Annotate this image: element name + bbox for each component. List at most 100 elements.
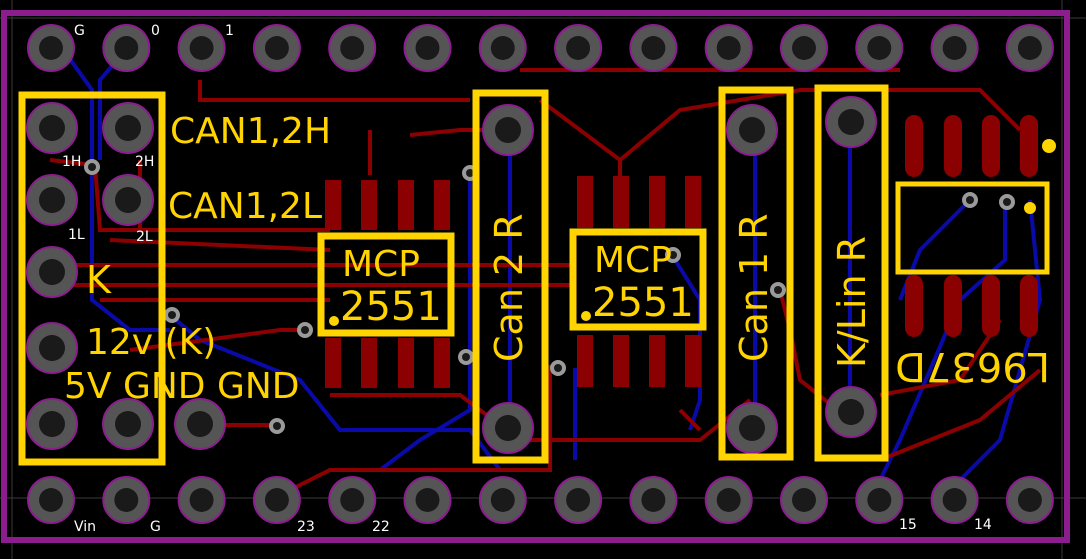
top-pin-label-1: 1	[225, 23, 234, 39]
through-hole-pad	[26, 246, 78, 298]
bottom-header-pin	[1005, 476, 1054, 524]
through-hole-pad	[482, 104, 534, 156]
pin1-markers	[329, 139, 1056, 326]
through-hole-pad	[174, 398, 226, 450]
driver-orientation-dot	[1042, 139, 1056, 153]
klin-resistor-outline	[814, 84, 889, 462]
top-header-pin	[328, 24, 377, 72]
through-hole-pad	[102, 102, 154, 154]
via	[665, 247, 681, 263]
ic1-label-line2: 2551	[340, 284, 442, 330]
through-hole-pad	[726, 104, 778, 156]
can-l-label: CAN1,2L	[168, 186, 322, 227]
bottom-pin-label-g: G	[150, 519, 161, 535]
via	[84, 159, 100, 175]
can2-resistor-outline	[472, 89, 549, 464]
bottom-pin-label-15: 15	[899, 517, 917, 533]
header-pin-labels: G 0 1 Vin G 23 22 15 14 1H 2H 1L 2L	[62, 23, 992, 535]
connector-pin-label-2h: 2H	[135, 154, 154, 170]
can1-resistor-label: Can 1 R	[732, 213, 776, 362]
connector-pads	[26, 96, 877, 454]
driver-outline	[895, 181, 1050, 275]
through-hole-pad	[26, 322, 78, 374]
bottom-header-pin	[102, 476, 151, 524]
ic2-outline	[569, 228, 707, 331]
via	[770, 282, 786, 298]
k-label: K	[86, 258, 112, 302]
through-hole-pad	[26, 398, 78, 450]
bottom-header-pin	[629, 476, 678, 524]
driver-label: L9637D	[895, 343, 1050, 389]
bottom-header-pin	[403, 476, 452, 524]
via	[458, 349, 474, 365]
silkscreen-outlines	[18, 84, 1050, 466]
top-header-pin	[478, 24, 527, 72]
connector-pin-label-1l: 1L	[68, 227, 85, 243]
bottom-header-pin	[478, 476, 527, 524]
via	[297, 322, 313, 338]
through-hole-pad	[825, 96, 877, 148]
via	[164, 307, 180, 323]
top-header-pin	[704, 24, 753, 72]
top-header-pin	[403, 24, 452, 72]
ic2-label-line2: 2551	[592, 280, 694, 326]
top-header-pin	[1005, 24, 1054, 72]
bottom-header-pin	[328, 476, 377, 524]
top-header-pin	[252, 24, 301, 72]
connector-pin-label-2l: 2L	[136, 229, 153, 245]
ic2-pads	[577, 176, 701, 387]
through-hole-pad	[102, 398, 154, 450]
top-header-pin	[780, 24, 828, 72]
via	[962, 192, 978, 208]
bottom-header-pins	[27, 476, 1054, 524]
via	[999, 194, 1015, 210]
klin-resistor-label: K/Lin R	[830, 236, 874, 368]
bottom-pin-label-14: 14	[974, 517, 992, 533]
top-copper-traces	[49, 68, 1042, 492]
v5-gnd-label: 5V GND GND	[64, 366, 300, 407]
top-header-pin	[554, 24, 603, 72]
ic1-pin1-dot	[329, 316, 339, 326]
ic2-label-line1: MCP	[594, 240, 672, 281]
through-hole-pad	[482, 402, 534, 454]
through-hole-pad	[825, 386, 877, 438]
top-pin-label-0: 0	[151, 23, 160, 39]
through-hole-pad	[726, 402, 778, 454]
bottom-header-pin	[855, 476, 904, 524]
bottom-pin-label-vin: Vin	[74, 519, 96, 535]
through-hole-pad	[26, 174, 78, 226]
top-header-pin	[930, 24, 979, 72]
v12-label: 12v (K)	[86, 322, 216, 363]
ic1-label-line1: MCP	[342, 244, 420, 285]
can1-resistor-outline	[718, 86, 794, 461]
top-header-pin	[102, 24, 151, 72]
bottom-pin-label-23: 23	[297, 519, 315, 535]
connector-pin-label-1h: 1H	[62, 154, 81, 170]
ic1-outline	[317, 232, 455, 337]
bottom-pin-label-22: 22	[372, 519, 390, 535]
can-h-label: CAN1,2H	[170, 111, 331, 152]
bottom-header-pin	[27, 476, 75, 524]
connector-outline	[18, 91, 166, 466]
ic1-pads	[325, 180, 450, 388]
via	[269, 418, 285, 434]
through-hole-pad	[102, 174, 154, 226]
bottom-header-pin	[554, 476, 603, 524]
board-outline	[1, 10, 1070, 543]
bottom-header-pin	[252, 476, 301, 524]
bottom-header-pin	[930, 476, 979, 524]
bottom-header-pin	[177, 476, 226, 524]
top-pin-label-g: G	[74, 23, 85, 39]
ic2-pin1-dot	[581, 311, 591, 321]
driver-pads	[905, 115, 1038, 337]
top-header-pin	[629, 24, 678, 72]
through-hole-pad	[26, 102, 78, 154]
via	[550, 360, 566, 376]
bottom-header-pin	[780, 476, 828, 524]
can2-resistor-label: Can 2 R	[487, 213, 531, 362]
top-header-pin	[27, 24, 75, 72]
top-header-pin	[177, 24, 226, 72]
driver-pin1-dot	[1024, 202, 1036, 214]
bottom-header-pin	[704, 476, 753, 524]
